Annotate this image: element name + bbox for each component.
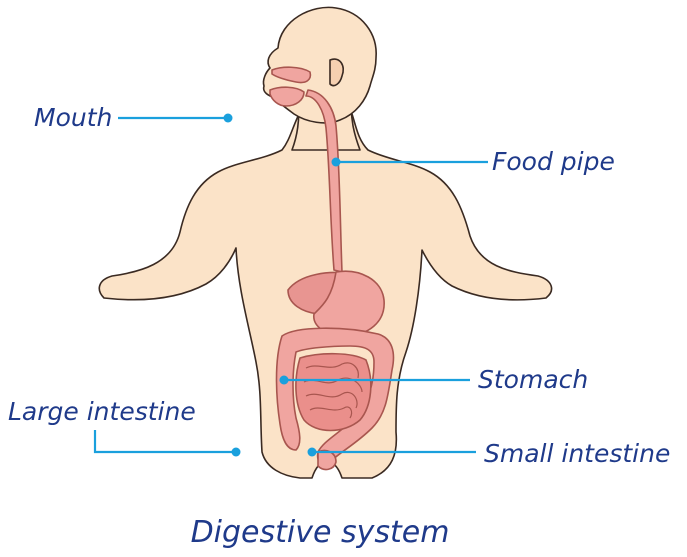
mouth-label: Mouth bbox=[34, 103, 112, 132]
small-intestine-label: Small intestine bbox=[484, 439, 670, 468]
small-intestine-organ bbox=[296, 354, 371, 431]
rectum-organ bbox=[318, 450, 336, 469]
food-pipe-label: Food pipe bbox=[492, 147, 615, 176]
mouth-dot bbox=[224, 114, 233, 123]
caption: Digestive system bbox=[191, 515, 450, 550]
small-intestine-dot bbox=[308, 448, 317, 457]
stomach-label: Stomach bbox=[478, 365, 588, 394]
large-intestine-leader bbox=[95, 430, 236, 452]
food-pipe-dot bbox=[332, 158, 341, 167]
large-intestine-label: Large intestine bbox=[8, 397, 196, 426]
large-intestine-dot bbox=[232, 448, 241, 457]
stomach-dot bbox=[280, 376, 289, 385]
